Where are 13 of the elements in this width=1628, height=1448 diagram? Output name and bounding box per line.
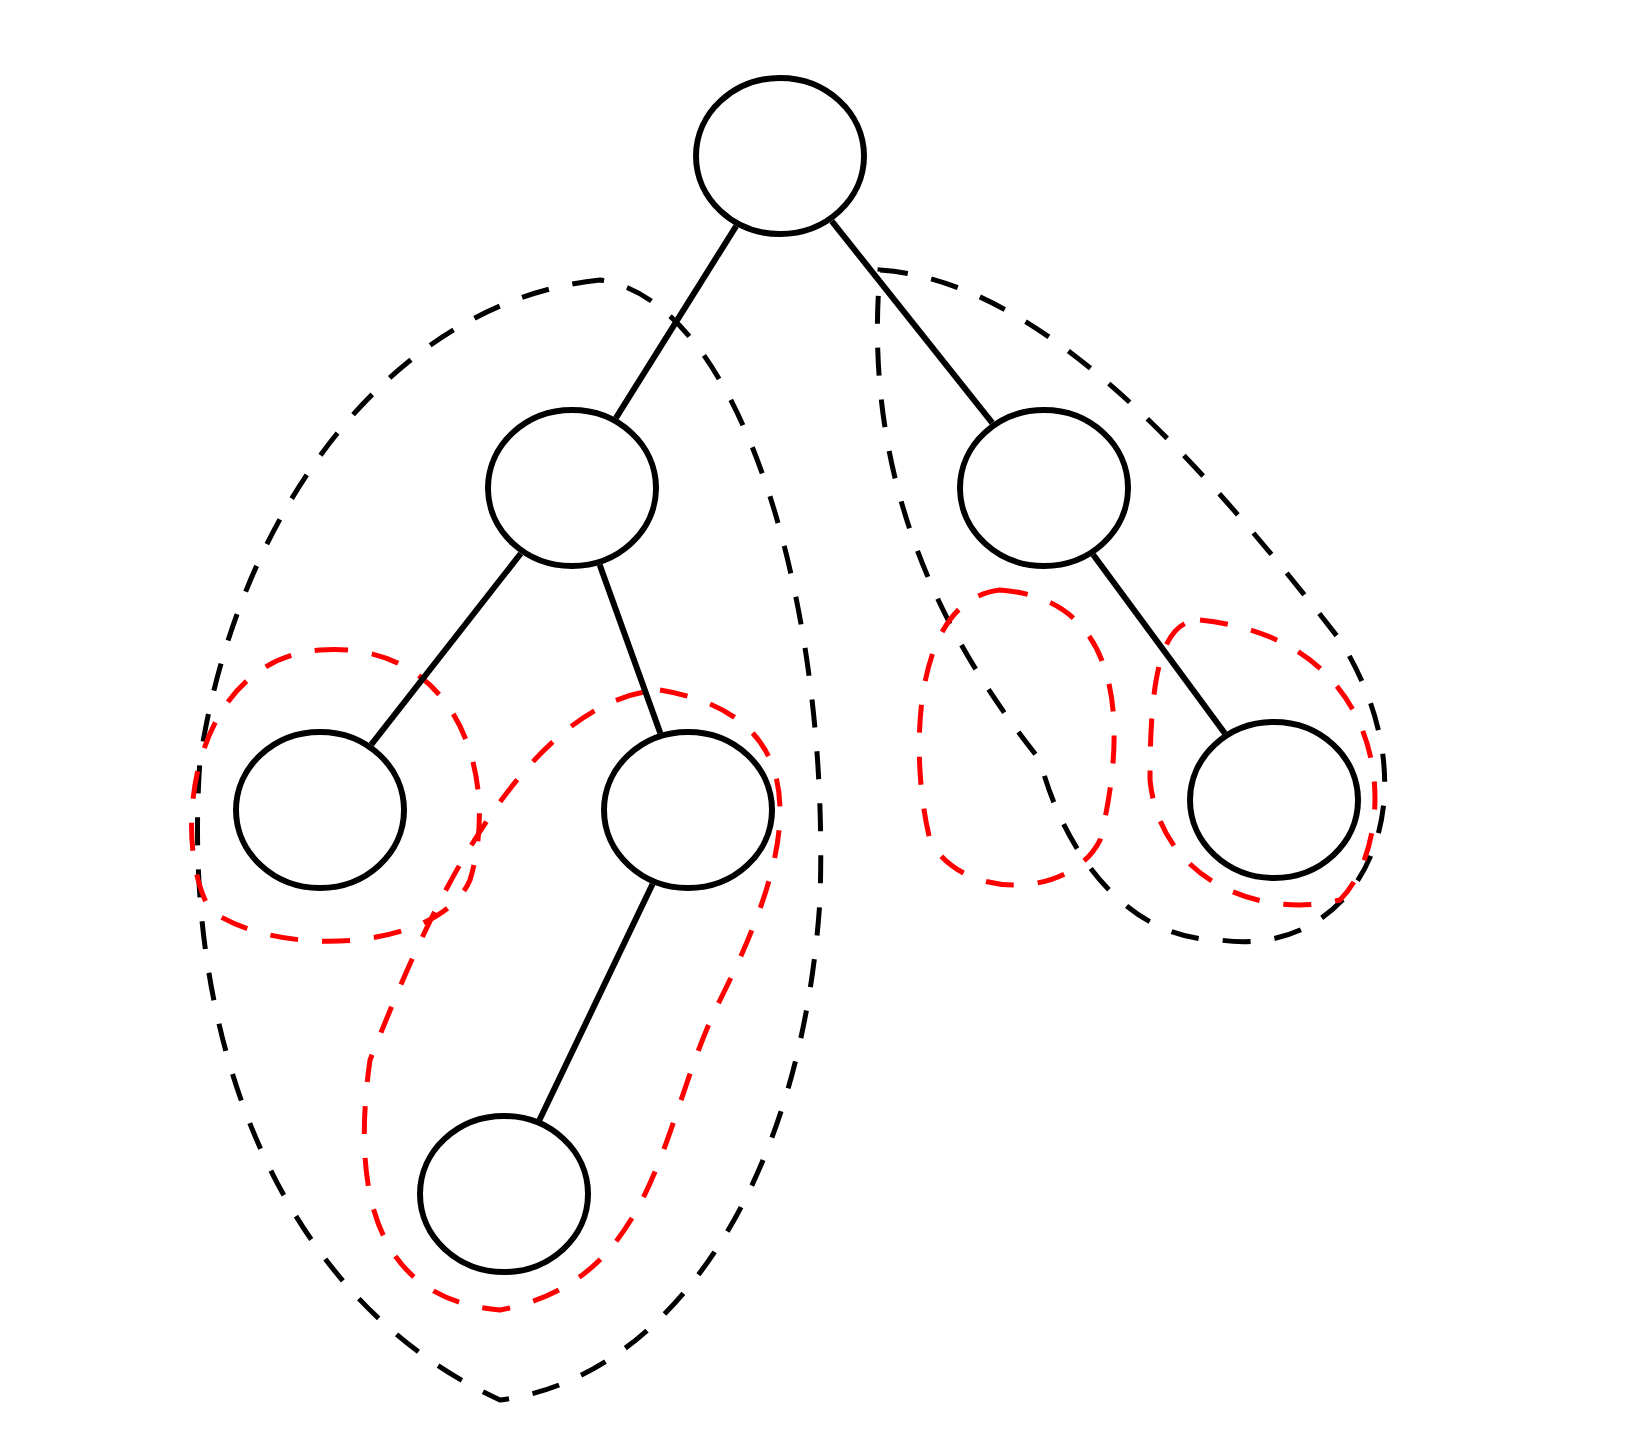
tree-node-circle <box>601 729 775 891</box>
tree-node-circle <box>693 75 867 237</box>
tree-node-circle <box>1187 719 1361 881</box>
tree-node-circle <box>485 407 659 569</box>
tree-edge <box>1090 553 1228 735</box>
tree-edge <box>368 551 524 747</box>
tree-edge <box>613 224 739 420</box>
tree-edge <box>596 563 664 735</box>
tree-node-circle <box>417 1113 591 1275</box>
tree-node-circle <box>957 407 1131 569</box>
tree-node-circle <box>233 729 407 891</box>
tree-edge <box>536 882 656 1122</box>
tree-edge <box>829 219 995 425</box>
